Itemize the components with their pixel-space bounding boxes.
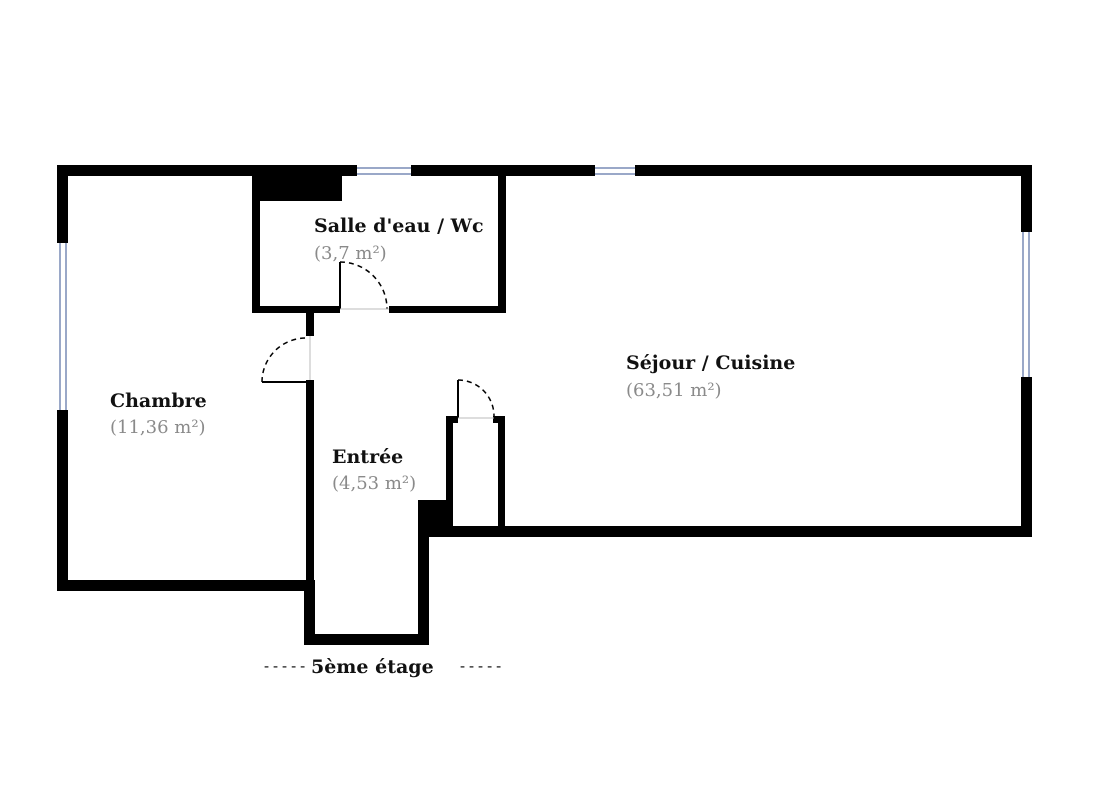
window-top-sejour (595, 167, 635, 175)
wall-entree-right (418, 526, 429, 645)
wall-chambre-entree-lower (306, 380, 314, 590)
wall-left-upper (57, 165, 68, 243)
door-salle-eau (339, 261, 389, 310)
wall-right-upper (1021, 165, 1032, 232)
floor-label: 5ème étage (311, 656, 434, 678)
wall-top-left (57, 165, 357, 176)
wall-top-right (635, 165, 1032, 176)
wall-chambre-bottom (57, 580, 315, 591)
room-area-salle-eau: (3,7 m²) (314, 243, 387, 264)
wall-pillar-bottom (418, 500, 448, 530)
room-name-salle-eau: Salle d'eau / Wc (314, 215, 484, 237)
wall-salle-bottom-right (389, 306, 506, 313)
wall-salle-right (498, 165, 506, 313)
room-name-sejour: Séjour / Cuisine (626, 352, 795, 374)
wall-salle-left (252, 165, 260, 313)
room-area-sejour: (63,51 m²) (626, 380, 722, 401)
floor-dash-left: ----- (262, 657, 307, 675)
room-area-chambre: (11,36 m²) (110, 417, 206, 438)
wall-entree-left (304, 580, 315, 644)
floor-dash-right: ----- (458, 657, 503, 675)
wall-salle-bottom-left (252, 306, 340, 313)
room-area-entree: (4,53 m²) (332, 473, 416, 494)
wall-right-lower (1021, 377, 1032, 537)
wall-placard-right (498, 416, 505, 532)
wall-sejour-bottom (418, 526, 1032, 537)
wall-left-lower (57, 410, 68, 591)
wall-pillar-top (252, 165, 342, 201)
window-right-sejour (1022, 232, 1030, 377)
window-left-chambre (59, 243, 67, 410)
interior-walls (252, 165, 506, 590)
wall-entree-bottom (304, 634, 428, 645)
wall-placard-top-left (446, 416, 458, 423)
doors (261, 261, 495, 419)
door-chambre (261, 336, 311, 383)
windows (59, 167, 1030, 410)
window-top-salle (357, 167, 411, 175)
wall-placard-top-right (493, 416, 505, 423)
room-name-entree: Entrée (332, 446, 403, 468)
wall-placard-left (446, 416, 453, 532)
door-placard (457, 379, 495, 419)
wall-chambre-entree-upper (306, 306, 314, 336)
room-name-chambre: Chambre (110, 390, 207, 412)
